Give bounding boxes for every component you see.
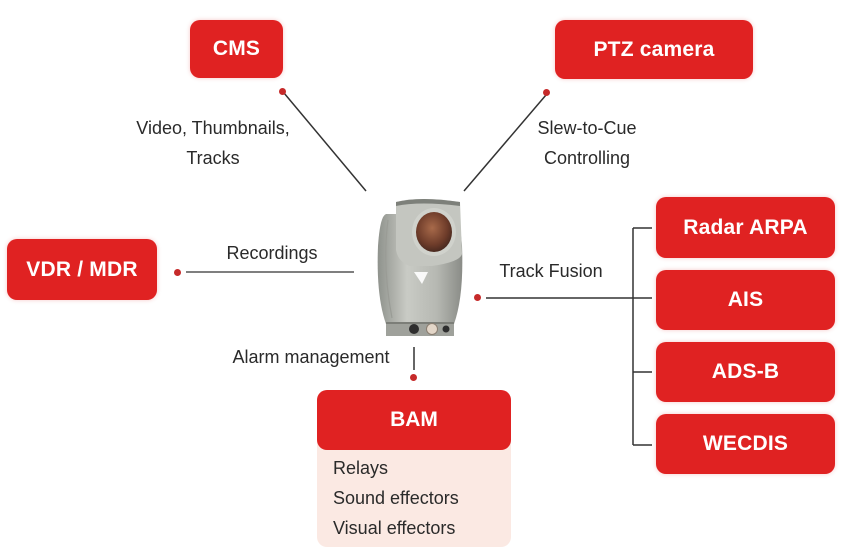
label-track-fusion: Track Fusion xyxy=(499,261,603,281)
bam-item-sound-effectors: Sound effectors xyxy=(333,488,459,508)
node-ads-b: ADS-B xyxy=(656,342,835,402)
node-vdr-mdr: VDR / MDR xyxy=(7,239,157,300)
dot-fusion xyxy=(474,294,481,301)
bam-item-relays: Relays xyxy=(333,458,389,478)
dot-vdr xyxy=(174,269,181,276)
label-ptz-line1: Slew-to-Cue xyxy=(537,118,637,138)
node-ptz-camera: PTZ camera xyxy=(555,20,753,79)
dot-bam xyxy=(410,374,417,381)
dot-ptz xyxy=(543,89,550,96)
node-cms: CMS xyxy=(190,20,283,78)
label-ptz-edge: Slew-to-Cue Controlling xyxy=(522,113,652,173)
node-ais: AIS xyxy=(656,270,835,330)
node-bam-panel: BAM Relays Sound effectors Visual effect… xyxy=(317,390,511,547)
dot-cms xyxy=(279,88,286,95)
edge-cms xyxy=(283,92,367,192)
node-bam: BAM xyxy=(317,390,511,450)
label-cms-line1: Video, Thumbnails, xyxy=(136,118,290,138)
edge-ptz xyxy=(463,94,547,192)
bam-item-visual-effectors: Visual effectors xyxy=(333,518,456,538)
camera-icon xyxy=(377,199,463,336)
label-alarm-management: Alarm management xyxy=(232,347,390,367)
node-wecdis: WECDIS xyxy=(656,414,835,474)
label-recordings: Recordings xyxy=(226,243,318,263)
bam-item-list: Relays Sound effectors Visual effectors xyxy=(333,453,459,543)
node-radar-arpa: Radar ARPA xyxy=(656,197,835,258)
label-ptz-line2: Controlling xyxy=(543,148,631,168)
label-cms-edge: Video, Thumbnails, Tracks xyxy=(118,113,308,173)
label-cms-line2: Tracks xyxy=(186,148,240,168)
